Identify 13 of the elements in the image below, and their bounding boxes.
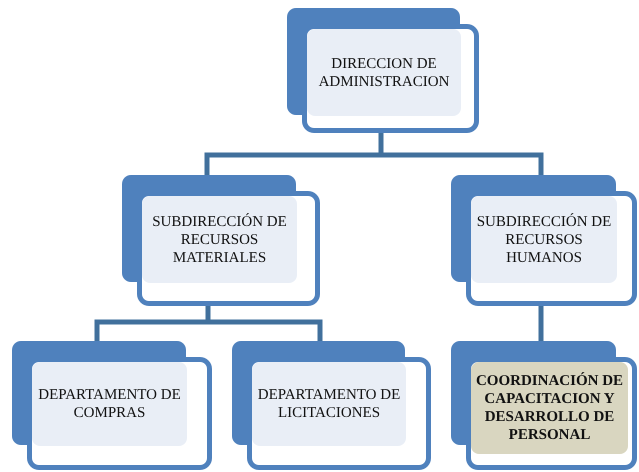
box-label: DEPARTAMENTO DE LICITACIONES	[256, 386, 402, 422]
org-chart-box	[232, 341, 431, 470]
box-label: DEPARTAMENTO DE COMPRAS	[37, 386, 182, 422]
org-chart-box	[287, 8, 479, 133]
org-chart-box	[122, 175, 320, 306]
box-label: SUBDIRECCIÓN DE RECURSOS MATERIALES	[151, 212, 288, 266]
org-chart-box	[12, 341, 212, 470]
box-label: DIRECCION DE ADMINISTRACION	[318, 54, 450, 90]
org-chart-box	[451, 175, 637, 306]
box-label: COORDINACIÓN DE CAPACITACION Y DESARROLLO DE PERSONAL	[474, 372, 624, 444]
org-chart-box	[451, 341, 637, 470]
connector-line	[538, 306, 544, 341]
box-label: SUBDIRECCIÓN DE RECURSOS HUMANOS	[476, 212, 612, 266]
